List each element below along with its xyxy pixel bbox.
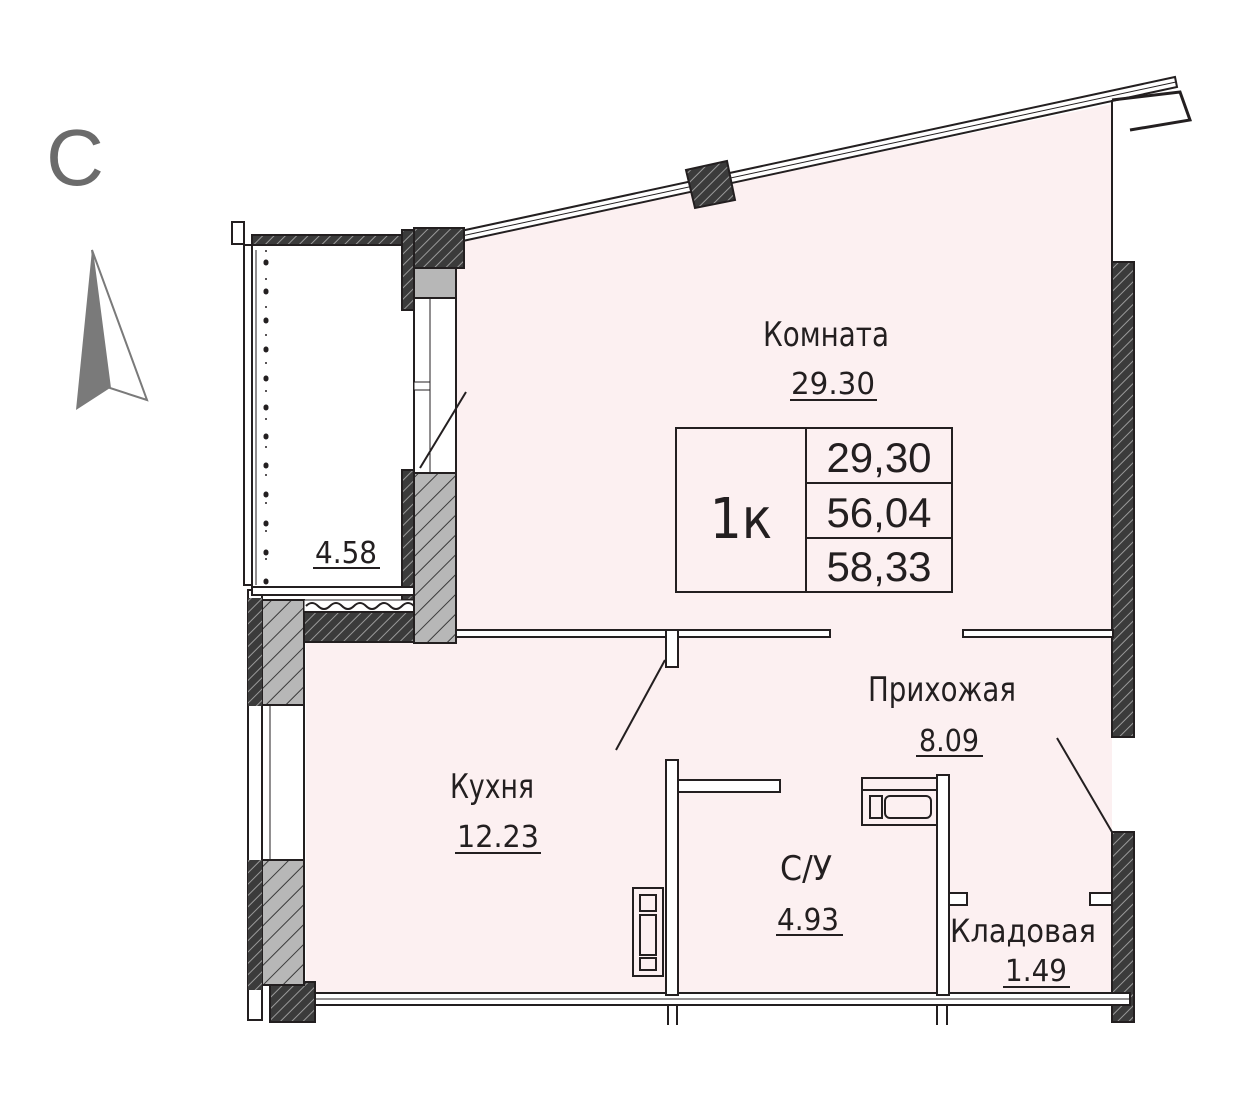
room-kukhnya: Кухня 12.23: [450, 767, 541, 855]
room-name: Прихожая: [868, 670, 1016, 710]
north-wall-column: [684, 159, 737, 210]
balcony-floor: [252, 245, 402, 590]
north-wall: [454, 75, 1179, 244]
room-prikhozhaya: Прихожая 8.09: [868, 670, 1016, 759]
room-area: 12.23: [457, 820, 539, 855]
compass-arrow-dark: [76, 250, 110, 410]
room-labels: Комната 29.30 Прихожая 8.09 Кухня 12.23 …: [313, 315, 1096, 989]
summary-rooms-count: 1к: [710, 487, 772, 552]
kitchen-stove-icon: [632, 887, 664, 977]
room-kladovaya: Кладовая 1.49: [950, 912, 1096, 989]
compass-arrow-light: [91, 249, 149, 402]
room-area: 4.93: [777, 903, 839, 938]
room-area: 4.58: [315, 536, 377, 571]
room-name: Кухня: [450, 767, 534, 807]
room-name: Комната: [763, 315, 889, 355]
partitions: [455, 629, 1114, 996]
bathtub-icon: [861, 777, 938, 826]
compass-north-letter: С: [46, 113, 104, 202]
east-wall: [1111, 90, 1193, 1023]
summary-living-area: 29,30: [826, 434, 931, 481]
room-area: 8.09: [919, 724, 979, 759]
room-name: С/У: [780, 849, 832, 889]
room-area: 1.49: [1005, 954, 1067, 989]
south-wall: [269, 981, 1131, 1025]
west-wall: [247, 589, 305, 1021]
room-area: 29.30: [791, 367, 875, 402]
room-balcony: 4.58: [313, 536, 380, 571]
room-bathroom: С/У 4.93: [776, 849, 843, 938]
balcony-window-wall: [413, 227, 467, 644]
room-komnata: Комната 29.30: [763, 315, 889, 402]
compass: С: [46, 113, 149, 410]
area-summary-table: 1к 29,30 56,04 58,33: [675, 427, 953, 593]
summary-total-with-balcony: 58,33: [826, 543, 931, 590]
fixtures: [632, 777, 938, 977]
room-name: Кладовая: [950, 912, 1096, 950]
summary-total-area: 56,04: [826, 489, 931, 536]
summary-frame: [675, 427, 953, 593]
